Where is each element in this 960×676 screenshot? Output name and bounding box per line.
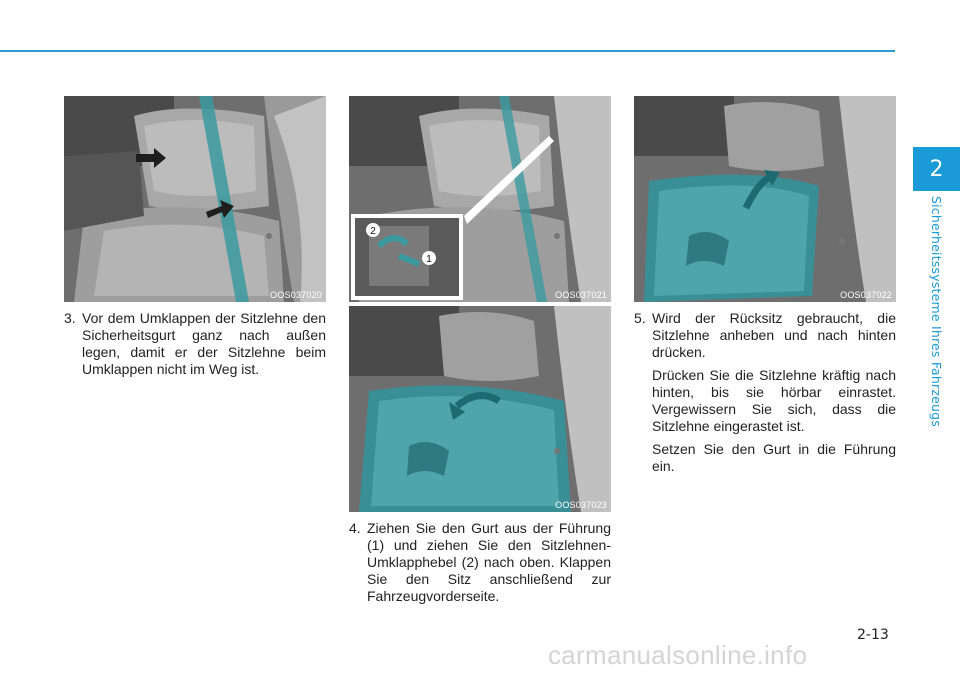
step-number: 5. bbox=[634, 310, 646, 326]
svg-text:1: 1 bbox=[426, 254, 432, 265]
figure-code: OOS037021 bbox=[555, 290, 607, 300]
step-number: 4. bbox=[349, 520, 361, 536]
step-text-1: Wird der Rücksitz gebraucht, die Sitzleh… bbox=[652, 310, 896, 360]
seat-lever-illustration: 2 1 bbox=[349, 96, 611, 302]
step-text: Vor dem Umklappen der Sitzlehne den Sich… bbox=[82, 310, 326, 377]
figure-seat-raise: OOS037022 bbox=[634, 96, 896, 302]
fold-arrow-icon bbox=[454, 392, 501, 409]
chapter-number-tab[interactable]: 2 bbox=[913, 147, 960, 191]
instruction-step-3: 3. Vor dem Umklappen der Sitzlehne den S… bbox=[64, 310, 326, 378]
arrow-lower-icon bbox=[206, 200, 234, 218]
chapter-number: 2 bbox=[929, 156, 944, 182]
chapter-title: Sicherheitssysteme Ihres Fahrzeugs bbox=[929, 196, 944, 428]
step-number: 3. bbox=[64, 310, 76, 326]
figure-lever-detail: 2 1 OOS037021 bbox=[349, 96, 611, 302]
callout-2-icon bbox=[366, 223, 380, 237]
step-text-3: Setzen Sie den Gurt in die Führung ein. bbox=[652, 441, 896, 474]
step-text-2: Drücken Sie die Sitzlehne kräftig nach h… bbox=[652, 367, 896, 434]
figure-code: OOS037023 bbox=[555, 500, 607, 510]
seat-raise-illustration bbox=[634, 96, 896, 302]
callout-1-icon bbox=[422, 251, 436, 265]
instruction-step-4: 4. Ziehen Sie den Gurt aus der Führung (… bbox=[349, 520, 611, 605]
seat-fold-illustration bbox=[349, 306, 611, 512]
figure-seatbelt-aside: OOS037020 bbox=[64, 96, 326, 302]
header-rule bbox=[0, 50, 895, 52]
step-text: Ziehen Sie den Gurt aus der Führung (1) … bbox=[367, 520, 611, 604]
figure-seat-folding: OOS037023 bbox=[349, 306, 611, 512]
svg-text:2: 2 bbox=[370, 226, 376, 237]
instruction-step-5: 5. Wird der Rücksitz gebraucht, die Sitz… bbox=[634, 310, 896, 475]
watermark: carmanualsonline.info bbox=[548, 640, 808, 670]
figure-code: OOS037020 bbox=[270, 290, 322, 300]
page-number: 2-13 bbox=[857, 627, 889, 643]
figure-code: OOS037022 bbox=[840, 290, 892, 300]
rear-seat-illustration bbox=[64, 96, 326, 302]
arrow-upper-icon bbox=[136, 148, 166, 168]
